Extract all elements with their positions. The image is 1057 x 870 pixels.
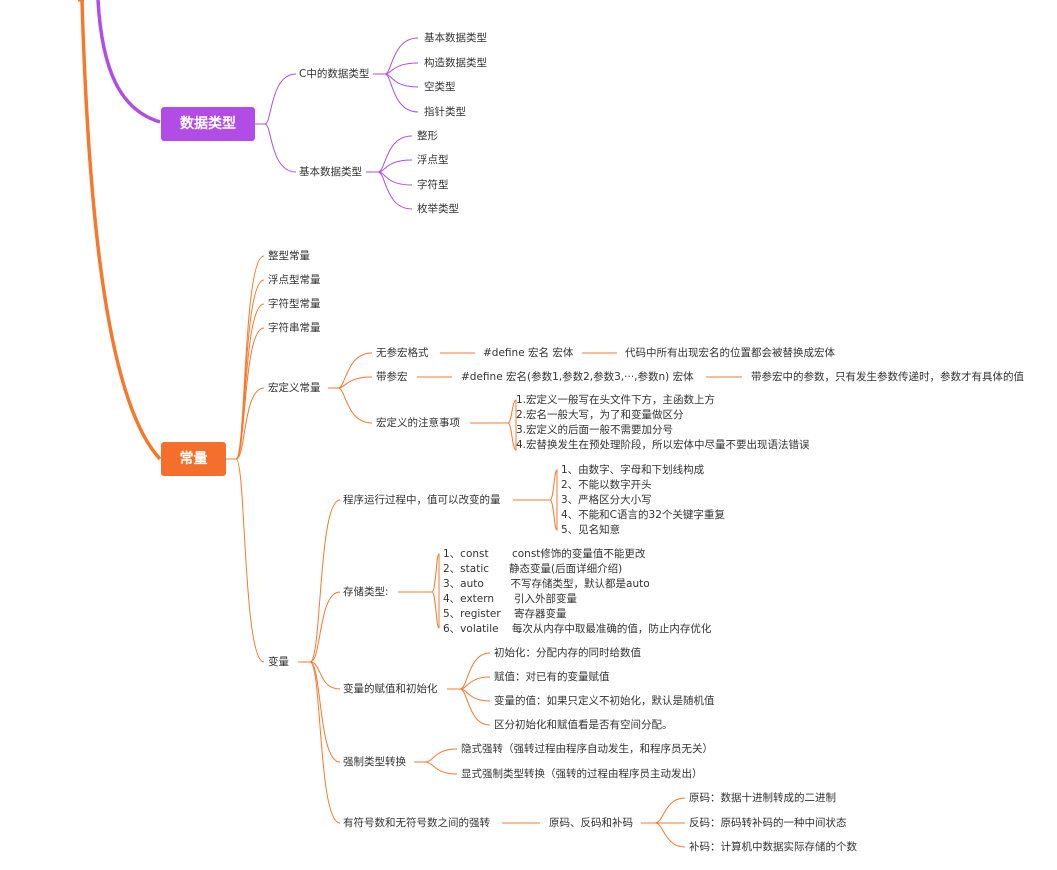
node-float[interactable]: 浮点型 [417,154,449,166]
storage-line: 2、static 静态变量(后面详细介绍) [443,563,623,575]
node-char[interactable]: 字符型 [417,179,449,191]
macro-note-line: 4.宏替换发生在预处理阶段，所以宏体中尽量不要出现语法错误 [516,439,810,451]
node-assign-item[interactable]: 区分初始化和赋值看是否有空间分配。 [494,719,673,731]
naming-rule-line: 5、见名知意 [561,524,621,536]
node-macro-const[interactable]: 宏定义常量 [268,382,321,394]
naming-rule-line: 3、严格区分大小写 [561,494,652,506]
storage-line: 4、extern 引入外部变量 [443,593,578,605]
node-macro-with-param-desc[interactable]: 带参宏中的参数，只有发生参数传递时，参数才有具体的值 [751,371,1024,383]
node-void-type[interactable]: 空类型 [424,81,456,93]
node-assign-init[interactable]: 变量的赋值和初始化 [343,683,438,695]
node-pointer-type[interactable]: 指针类型 [424,106,466,118]
node-int[interactable]: 整形 [417,130,438,142]
node-true-code[interactable]: 原码：数据十进制转成的二进制 [689,792,836,804]
node-macro-no-param[interactable]: 无参宏格式 [376,347,429,359]
datatype-connectors [255,37,419,210]
macro-note-line: 3.宏定义的后面一般不需要加分号 [516,424,674,436]
node-macro-no-param-desc[interactable]: 代码中所有出现宏名的位置都会被替换成宏体 [625,347,835,359]
naming-rule-line: 1、由数字、字母和下划线构成 [561,464,705,476]
node-macro-notes[interactable]: 宏定义的注意事项 [376,417,460,429]
hub-datatype[interactable]: 数据类型 [161,107,255,141]
node-macro-with-param-syntax[interactable]: #define 宏名(参数1,参数2,参数3,···,参数n) 宏体 [461,371,694,383]
node-char-const[interactable]: 字符型常量 [268,298,321,310]
storage-line: 6、volatile 每次从内存中取最准确的值，防止内存优化 [443,623,712,635]
node-basic-types[interactable]: 基本数据类型 [299,166,362,178]
node-explicit-cast[interactable]: 显式强制类型转换（强转的过程由程序员主动发出） [461,768,703,780]
node-variable-def[interactable]: 程序运行过程中，值可以改变的量 [343,494,501,506]
storage-line: 1、const const修饰的变量值不能更改 [443,548,646,560]
node-enum[interactable]: 枚举类型 [417,203,459,215]
naming-rule-line: 4、不能和C语言的32个关键字重复 [561,509,725,521]
node-assign-item[interactable]: 赋值：对已有的变量赋值 [494,671,610,683]
node-macro-no-param-syntax[interactable]: #define 宏名 宏体 [483,347,574,359]
node-struct-data-type[interactable]: 构造数据类型 [424,57,487,69]
node-assign-item[interactable]: 初始化：分配内存的同时给数值 [494,647,641,659]
constant-connectors [226,255,742,848]
storage-line: 5、register 寄存器变量 [443,608,567,620]
node-twos-complement[interactable]: 补码：计算机中数据实际存储的个数 [689,841,857,853]
branch-datatype [96,0,161,124]
node-basic-data-type[interactable]: 基本数据类型 [424,32,487,44]
node-code-forms[interactable]: 原码、反码和补码 [549,817,633,829]
node-type-cast[interactable]: 强制类型转换 [343,756,406,768]
macro-note-line: 1.宏定义一般写在头文件下方，主函数上方 [516,394,716,406]
node-signed-unsigned[interactable]: 有符号数和无符号数之间的强转 [343,817,490,829]
node-c-types[interactable]: C中的数据类型 [299,68,370,80]
node-implicit-cast[interactable]: 隐式强转（强转过程由程序自动发生，和程序员无关） [461,743,713,755]
storage-line: 3、auto 不写存储类型，默认都是auto [443,578,650,590]
macro-note-line: 2.宏名一般大写，为了和变量做区分 [516,409,684,421]
node-storage-type[interactable]: 存储类型: [343,586,389,598]
node-variable[interactable]: 变量 [268,656,289,668]
node-float-const[interactable]: 浮点型常量 [268,274,321,286]
node-string-const[interactable]: 字符串常量 [268,322,321,334]
naming-rule-line: 2、不能以数字开头 [561,479,652,491]
node-int-const[interactable]: 整型常量 [268,250,310,262]
node-assign-item[interactable]: 变量的值：如果只定义不初始化，默认是随机值 [494,695,715,707]
node-macro-with-param[interactable]: 带参宏 [376,371,408,383]
hub-constant[interactable]: 常量 [161,442,226,476]
branch-constant [80,0,162,461]
node-ones-complement[interactable]: 反码：原码转补码的一种中间状态 [689,817,847,829]
